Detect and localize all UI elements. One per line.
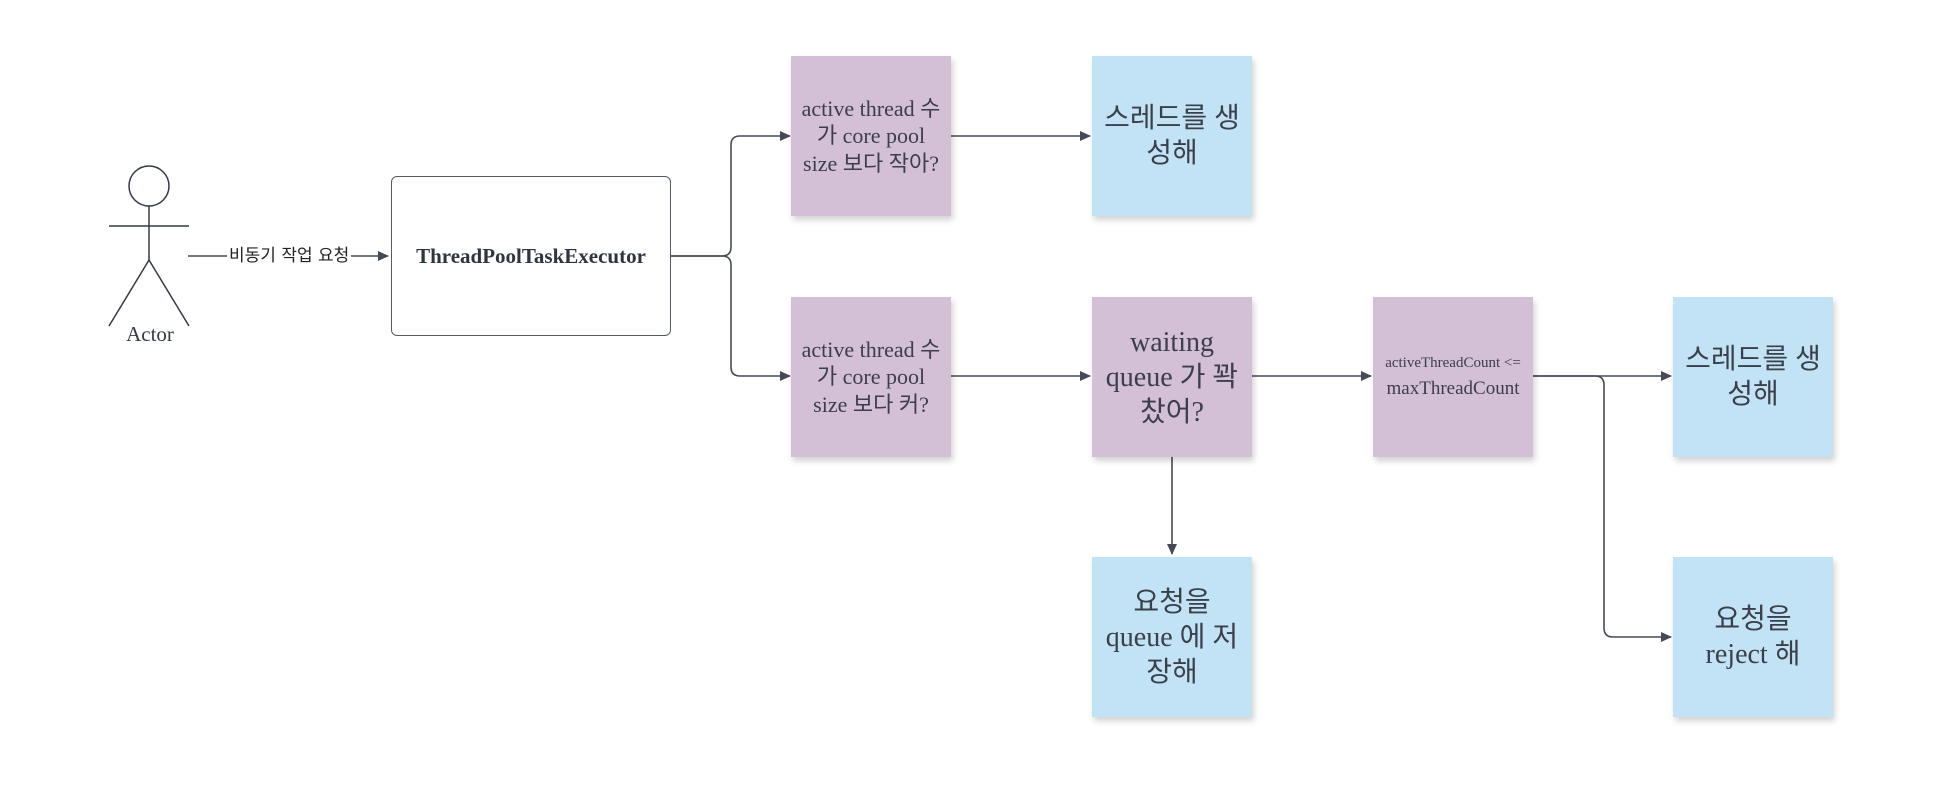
note-store-in-queue-text: 요청을 queue 에 저장해	[1105, 586, 1239, 688]
actor-figure	[108, 165, 190, 327]
actor-label: Actor	[126, 322, 174, 346]
note-active-le-max-text: activeThreadCount <=	[1385, 354, 1521, 371]
note-create-thread-top-text: 스레드를 생성해	[1104, 103, 1240, 169]
branch-upper-arrow	[671, 131, 791, 257]
note-create-thread-right[interactable]: 스레드를 생성해	[1673, 297, 1833, 457]
note-create-thread-top[interactable]: 스레드를 생성해	[1092, 56, 1252, 216]
note-active-le-max[interactable]: activeThreadCount <= maxThreadCount	[1373, 297, 1533, 457]
note-reject-text: 요청을 reject 해	[1705, 604, 1801, 670]
note-create-thread-right-text: 스레드를 생성해	[1685, 344, 1821, 410]
note-active-le-max-text-2: maxThreadCount	[1386, 377, 1520, 399]
note-greater-than-core-text: active thread 수가 core pool size 보다 커?	[801, 336, 941, 417]
note-reject[interactable]: 요청을 reject 해	[1673, 557, 1833, 717]
note-queue-full[interactable]: waiting queue 가 꽉 찼어?	[1092, 297, 1252, 457]
thread-pool-executor-box[interactable]: ThreadPoolTaskExecutor	[391, 176, 671, 336]
executor-label: ThreadPoolTaskExecutor	[416, 243, 646, 268]
note-queue-full-text: waiting queue 가 꽉 찼어?	[1105, 326, 1239, 428]
branch-lower-arrow	[671, 255, 791, 381]
request-edge-label: 비동기 작업 요청	[227, 241, 352, 266]
note-store-in-queue[interactable]: 요청을 queue 에 저장해	[1092, 557, 1252, 717]
note-greater-than-core[interactable]: active thread 수가 core pool size 보다 커?	[791, 297, 951, 457]
to-reject-arrow	[1533, 375, 1672, 642]
note-less-than-core[interactable]: active thread 수가 core pool size 보다 작아?	[791, 56, 951, 216]
note-less-than-core-text: active thread 수가 core pool size 보다 작아?	[801, 95, 941, 176]
